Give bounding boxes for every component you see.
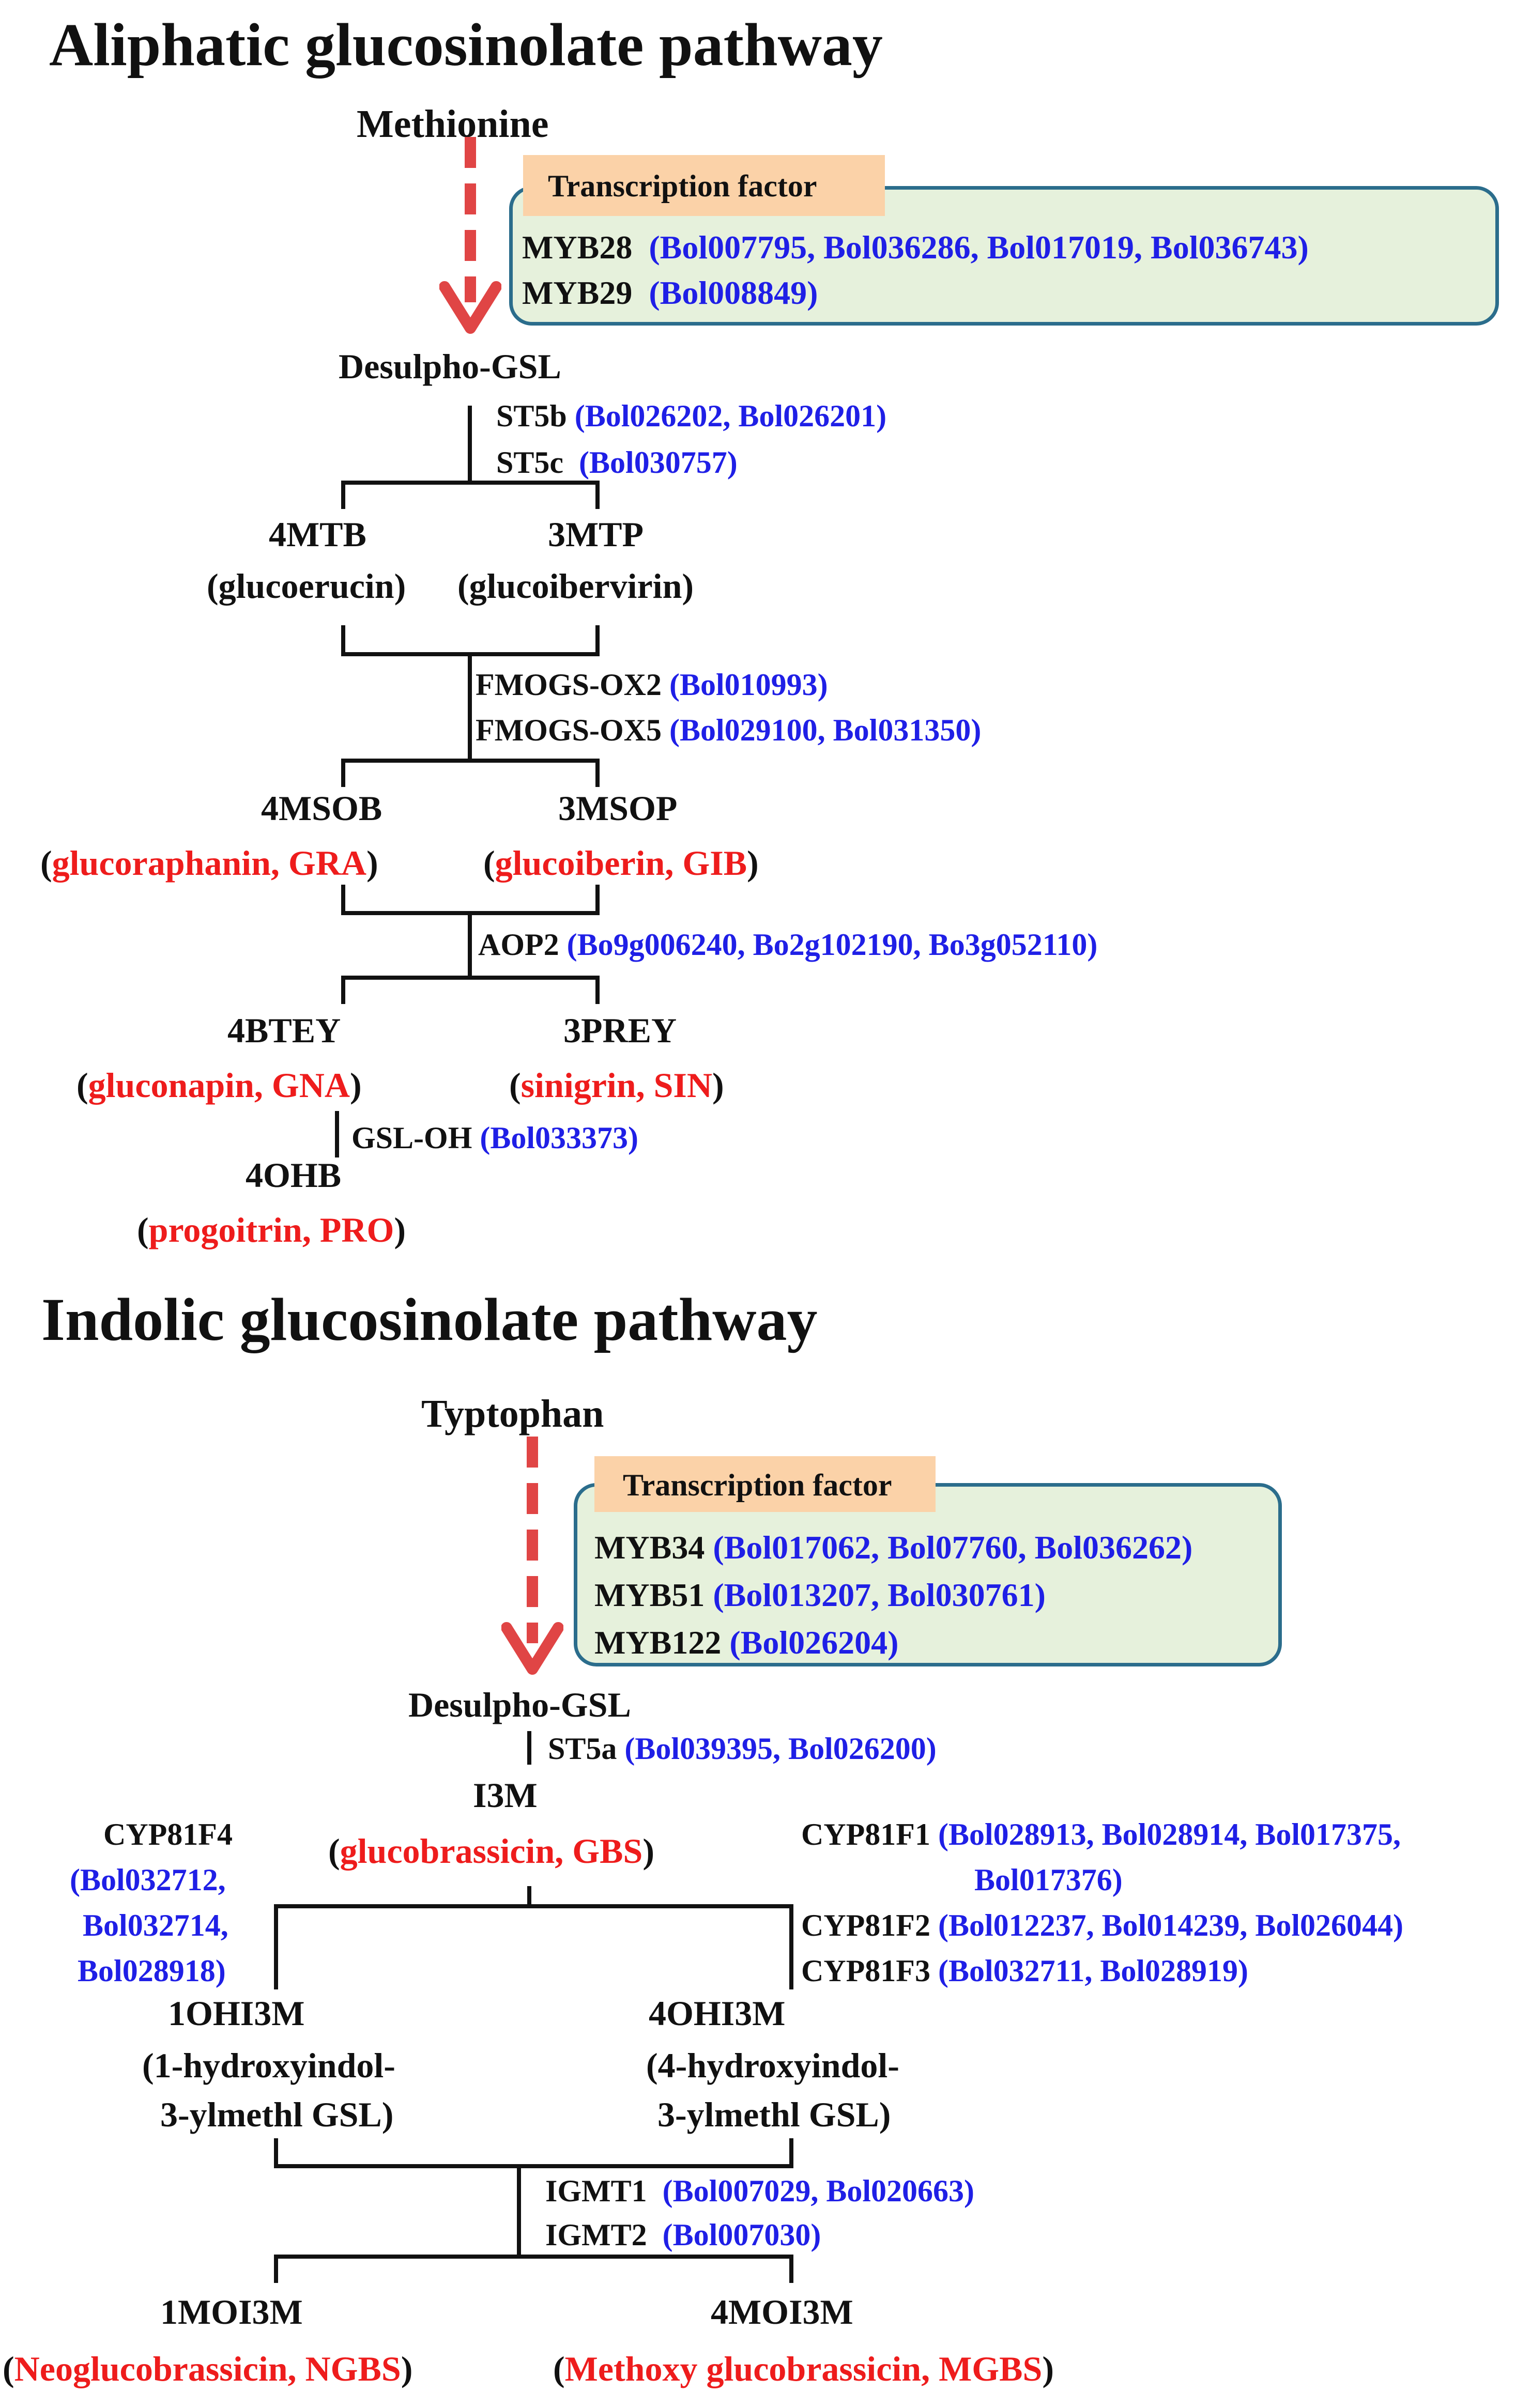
connector-line [595, 976, 600, 1004]
compound-1moi3m-name: (Neoglucobrassicin, NGBS) [3, 2349, 413, 2388]
tf-row: MYB34 (Bol017062, Bol07760, Bol036262) [594, 1529, 1193, 1566]
tf-row: MYB29 (Bol008849) [522, 274, 818, 311]
compound-4mtb-name: (glucoerucin) [207, 566, 406, 606]
enzyme-label: GSL-OH (Bol033373) [351, 1121, 639, 1155]
connector-line [789, 2138, 793, 2167]
compound-4ohb-name: (progoitrin, PRO) [137, 1210, 406, 1249]
connector-line [468, 652, 472, 761]
connector-line [595, 481, 600, 509]
compound-3mtp: 3MTP [548, 515, 644, 554]
enzyme-label: FMOGS-OX2 (Bol010993) [476, 668, 828, 702]
aliphatic-desulpho-gsl: Desulpho-GSL [339, 347, 561, 386]
connector-line [527, 1886, 531, 1907]
indolic-desulpho-gsl: Desulpho-GSL [408, 1685, 631, 1724]
connector-line [341, 625, 345, 654]
compound-3msop-name: (glucoiberin, GIB) [483, 843, 759, 883]
connector-line [595, 759, 600, 787]
enzyme-label: ST5b (Bol026202, Bol026201) [496, 399, 887, 433]
connector-line [274, 2138, 278, 2167]
compound-3prey: 3PREY [563, 1011, 677, 1050]
connector-line [341, 759, 600, 763]
compound-4ohi3m-name: (4-hydroxyindol- [646, 2046, 899, 2085]
compound-1moi3m: 1MOI3M [160, 2292, 303, 2332]
connector-line [274, 2164, 793, 2168]
compound-4msob-name: (glucoraphanin, GRA) [40, 843, 378, 883]
connector-line [341, 481, 600, 485]
compound-3mtp-name: (glucoibervirin) [457, 566, 694, 606]
indolic-tf-label: Transcription factor [623, 1468, 892, 1502]
tf-row: MYB122 (Bol026204) [594, 1624, 899, 1661]
connector-line [789, 2255, 793, 2283]
enzyme-cyp81f4-ids: Bol032714, [83, 1908, 228, 1942]
compound-4mtb: 4MTB [269, 515, 366, 554]
indolic-tf-tag [594, 1456, 936, 1512]
aliphatic-tf-label: Transcription factor [548, 169, 817, 203]
connector-line [274, 2255, 278, 2283]
connector-line [341, 481, 345, 509]
enzyme-cyp81f1-ids: Bol017376) [974, 1863, 1123, 1897]
connector-line [274, 2255, 793, 2259]
connector-line [789, 1904, 793, 1989]
compound-1ohi3m-name: 3-ylmethl GSL) [160, 2095, 394, 2134]
compound-4ohi3m-name: 3-ylmethl GSL) [657, 2095, 891, 2134]
tf-row: MYB51 (Bol013207, Bol030761) [594, 1577, 1046, 1613]
enzyme-label: ST5c (Bol030757) [496, 445, 738, 480]
indolic-tf-box [574, 1483, 1282, 1666]
enzyme-label: IGMT1 (Bol007029, Bol020663) [545, 2174, 975, 2208]
connector-line [468, 406, 472, 483]
compound-4btey-name: (gluconapin, GNA) [76, 1066, 362, 1105]
compound-4moi3m-name: (Methoxy glucobrassicin, MGBS) [553, 2349, 1054, 2388]
compound-4ohi3m: 4OHI3M [649, 1994, 786, 2033]
connector-line [341, 976, 600, 980]
typtophan-arrow-icon [501, 1437, 563, 1675]
connector-line [517, 2164, 521, 2257]
enzyme-label: CYP81F1 (Bol028913, Bol028914, Bol017375… [801, 1817, 1401, 1851]
connector-line [274, 1904, 278, 1989]
enzyme-label: ST5a (Bol039395, Bol026200) [548, 1732, 937, 1766]
enzyme-label: CYP81F2 (Bol012237, Bol014239, Bol026044… [801, 1908, 1403, 1942]
indolic-title: Indolic glucosinolate pathway [41, 1286, 818, 1353]
compound-3msop: 3MSOP [558, 789, 678, 828]
connector-line [595, 885, 600, 913]
compound-1ohi3m-name: (1-hydroxyindol- [142, 2046, 395, 2085]
enzyme-cyp81f4-ids: Bol028918) [78, 1954, 226, 1988]
compound-4ohb: 4OHB [246, 1155, 342, 1195]
typtophan-label: Typtophan [421, 1392, 604, 1435]
connector-line [341, 885, 345, 913]
connector-line [468, 911, 472, 978]
connector-line [341, 759, 345, 787]
connector-line [274, 1904, 793, 1908]
enzyme-cyp81f4: CYP81F4 [103, 1817, 233, 1851]
methionine-arrow-icon [439, 137, 501, 334]
enzyme-label: AOP2 (Bo9g006240, Bo2g102190, Bo3g052110… [478, 928, 1098, 962]
compound-i3m-name: (glucobrassicin, GBS) [328, 1831, 654, 1871]
aliphatic-title: Aliphatic glucosinolate pathway [49, 11, 883, 79]
aliphatic-tf-box [509, 186, 1499, 326]
compound-4msob: 4MSOB [261, 789, 382, 828]
compound-i3m: I3M [473, 1776, 538, 1815]
connector-line [341, 976, 345, 1004]
compound-1ohi3m: 1OHI3M [168, 1994, 305, 2033]
aliphatic-tf-tag [523, 155, 885, 216]
compound-4moi3m: 4MOI3M [711, 2292, 853, 2332]
enzyme-label: FMOGS-OX5 (Bol029100, Bol031350) [476, 713, 982, 747]
enzyme-label: CYP81F3 (Bol032711, Bol028919) [801, 1954, 1248, 1988]
methionine-label: Methionine [357, 102, 549, 146]
connector-line [527, 1731, 531, 1765]
connector-line [595, 625, 600, 654]
enzyme-cyp81f4-ids: (Bol032712, [70, 1863, 226, 1897]
connector-line [335, 1111, 339, 1157]
enzyme-label: IGMT2 (Bol007030) [545, 2218, 821, 2252]
compound-4btey: 4BTEY [227, 1011, 341, 1050]
compound-3prey-name: (sinigrin, SIN) [509, 1066, 724, 1105]
tf-row: MYB28 (Bol007795, Bol036286, Bol017019, … [522, 229, 1309, 266]
